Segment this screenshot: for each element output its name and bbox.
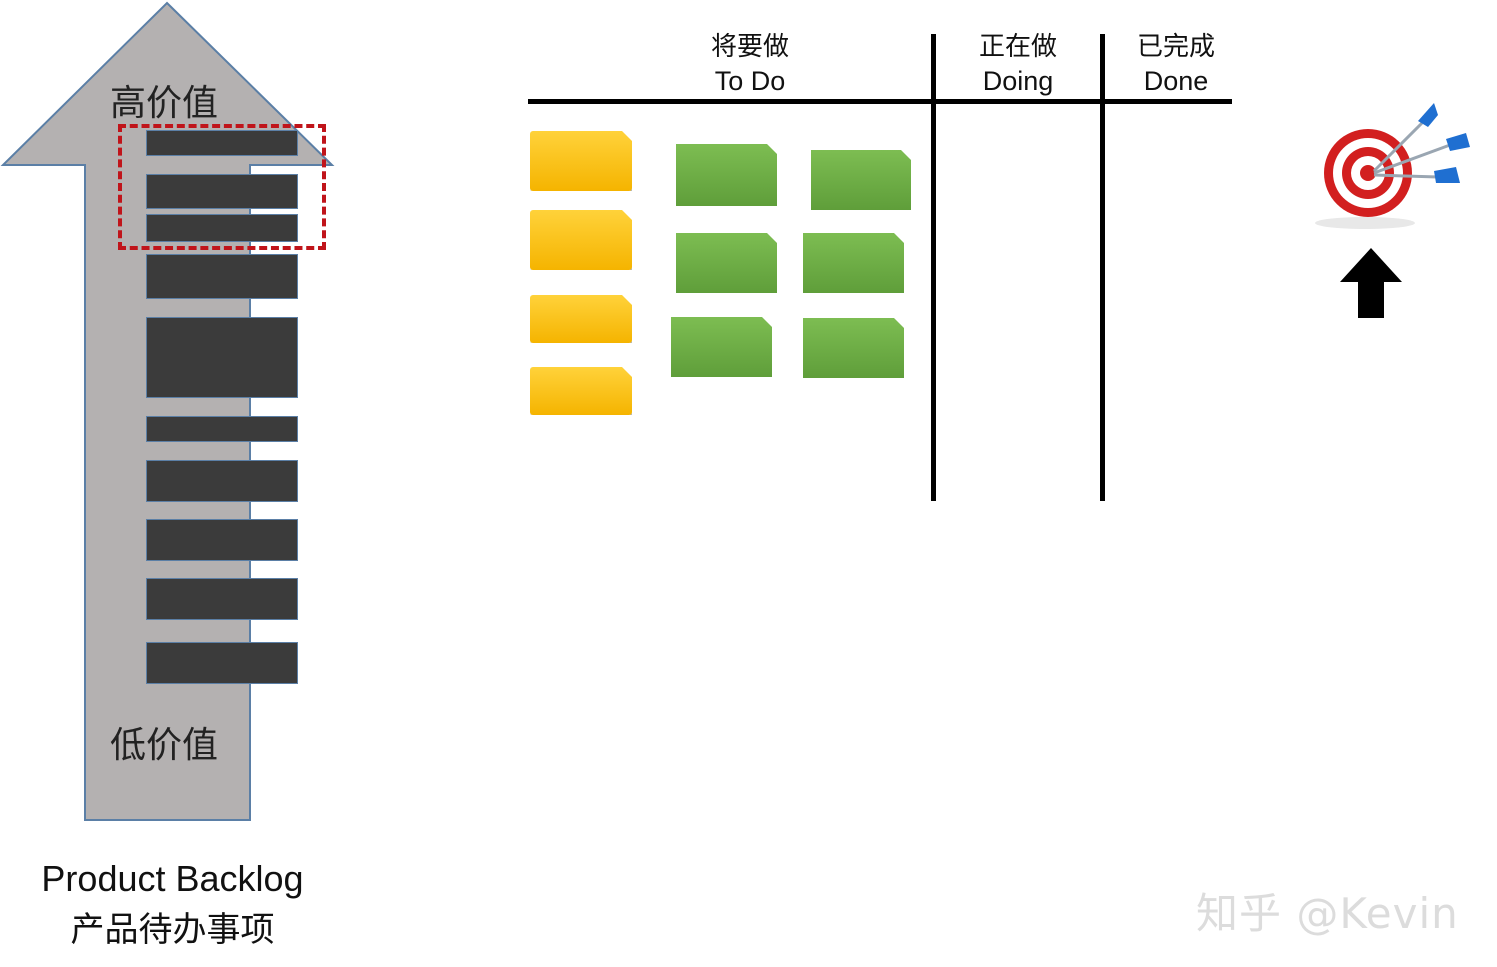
task-card[interactable] xyxy=(676,144,777,206)
column-todo-zh: 将要做 xyxy=(710,32,789,62)
backlog-item[interactable] xyxy=(146,130,298,156)
backlog-item[interactable] xyxy=(146,460,298,502)
backlog-item[interactable] xyxy=(146,416,298,442)
story-card[interactable] xyxy=(530,210,632,270)
column-done-en: Done xyxy=(1143,66,1209,96)
backlog-caption-zh: 产品待办事项 xyxy=(70,910,275,950)
backlog-item[interactable] xyxy=(146,254,298,299)
column-todo-en: To Do xyxy=(714,66,786,96)
sprint-selection-box xyxy=(118,124,326,250)
story-card[interactable] xyxy=(530,295,632,343)
backlog-item[interactable] xyxy=(146,642,298,684)
watermark: 知乎 @Kevin xyxy=(1196,889,1459,938)
backlog-caption-en: Product Backlog xyxy=(41,858,304,899)
board-header-line xyxy=(528,99,1232,104)
task-card[interactable] xyxy=(803,233,904,293)
column-header-done: 已完成 Done xyxy=(1106,34,1246,95)
task-card[interactable] xyxy=(803,318,904,378)
backlog-item[interactable] xyxy=(146,317,298,398)
task-card[interactable] xyxy=(676,233,777,293)
story-card[interactable] xyxy=(530,131,632,191)
column-header-todo: 将要做 To Do xyxy=(650,34,850,95)
column-done-zh: 已完成 xyxy=(1136,32,1215,62)
column-doing-en: Doing xyxy=(982,66,1054,96)
high-value-label: 高价值 xyxy=(110,83,219,124)
column-doing-zh: 正在做 xyxy=(978,32,1057,62)
backlog-item[interactable] xyxy=(146,519,298,561)
board-divider-todo-doing xyxy=(931,34,936,501)
task-card[interactable] xyxy=(811,150,911,210)
task-card[interactable] xyxy=(671,317,772,377)
story-card[interactable] xyxy=(530,367,632,415)
backlog-item[interactable] xyxy=(146,214,298,242)
backlog-item[interactable] xyxy=(146,578,298,620)
up-arrow-icon xyxy=(1340,248,1402,318)
column-header-doing: 正在做 Doing xyxy=(938,34,1098,95)
low-value-label: 低价值 xyxy=(110,725,219,766)
board-divider-doing-done xyxy=(1100,34,1105,501)
backlog-item[interactable] xyxy=(146,174,298,209)
target-with-darts-icon xyxy=(1315,103,1470,229)
